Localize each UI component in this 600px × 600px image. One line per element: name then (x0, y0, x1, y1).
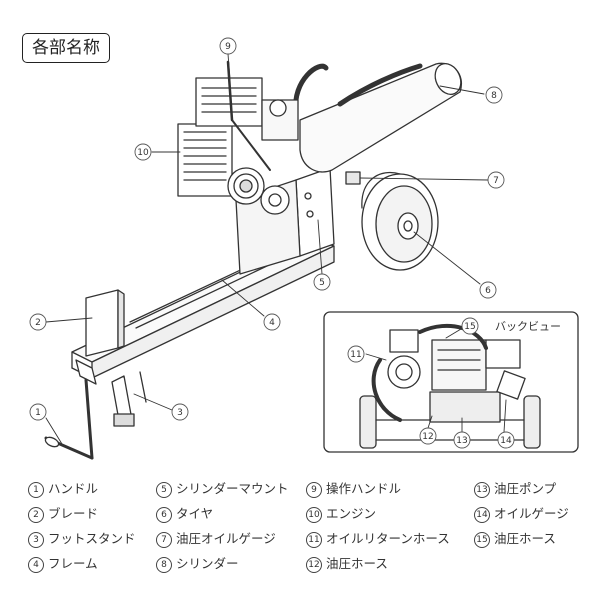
engine (177, 77, 299, 205)
handle (44, 359, 97, 460)
callout-14: 14 (497, 431, 515, 449)
callout-13: 13 (453, 431, 471, 449)
callout-5: 5 (313, 273, 331, 291)
oil-gauge (345, 171, 361, 185)
cylinder (293, 62, 462, 173)
callout-1: 1 (29, 403, 47, 421)
svg-text:2: 2 (35, 318, 41, 328)
svg-text:11: 11 (350, 350, 361, 360)
svg-text:4: 4 (269, 318, 275, 328)
callout-4: 4 (263, 313, 281, 331)
svg-text:14: 14 (500, 436, 512, 446)
svg-text:10: 10 (137, 148, 149, 158)
foot-stand (111, 371, 147, 427)
callout-11: 11 (347, 345, 365, 363)
svg-text:13: 13 (456, 436, 467, 446)
callout-6: 6 (479, 281, 497, 299)
page-title: 各部名称 (22, 33, 110, 63)
callout-2: 2 (29, 313, 47, 331)
svg-text:1: 1 (35, 408, 41, 418)
svg-text:8: 8 (491, 91, 497, 101)
svg-text:3: 3 (177, 408, 183, 418)
operation-handle (226, 60, 271, 171)
svg-text:15: 15 (464, 322, 475, 332)
callout-15: 15 (461, 317, 479, 335)
leader-lines (45, 53, 489, 445)
callout-10: 10 (134, 143, 152, 161)
tire (361, 171, 439, 271)
callout-12: 12 (419, 427, 437, 445)
svg-text:12: 12 (422, 432, 433, 442)
svg-text:9: 9 (225, 42, 231, 52)
back-view-label: バックビュー (495, 320, 561, 333)
svg-text:7: 7 (493, 176, 499, 186)
svg-text:5: 5 (319, 278, 325, 288)
callout-7: 7 (487, 171, 505, 189)
blade (85, 289, 125, 357)
svg-text:6: 6 (485, 286, 491, 296)
callout-9: 9 (219, 37, 237, 55)
callout-8: 8 (485, 86, 503, 104)
callout-3: 3 (171, 403, 189, 421)
